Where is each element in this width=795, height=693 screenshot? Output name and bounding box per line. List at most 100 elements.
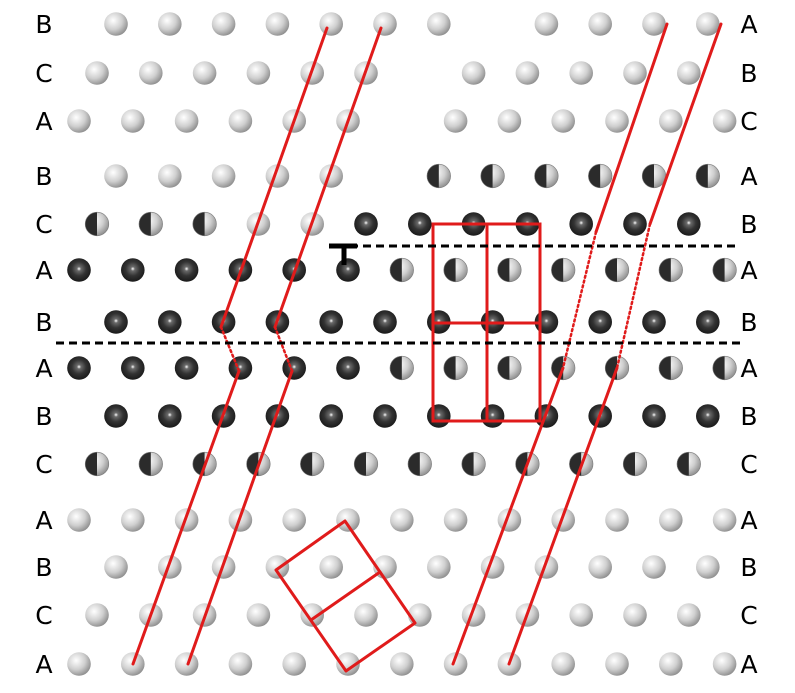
half-atom [534, 163, 559, 189]
light-atom [104, 555, 128, 579]
light-atom [336, 508, 360, 532]
stack-label-right: C [740, 601, 758, 630]
half-atom [443, 257, 468, 283]
half-atom [389, 257, 414, 283]
light-atom [712, 652, 737, 676]
half-atom [712, 355, 737, 381]
light-atom [282, 652, 307, 676]
half-atom [695, 163, 720, 189]
dark-atom [336, 356, 360, 380]
light-atom [246, 61, 271, 85]
slip-line [219, 26, 329, 329]
dark-atom [623, 212, 647, 236]
light-atom [104, 164, 128, 188]
half-atom [497, 257, 522, 283]
light-atom [443, 508, 468, 532]
stack-label-left: B [35, 308, 53, 337]
half-atom [461, 451, 486, 477]
light-atom [569, 603, 593, 627]
half-atom [480, 163, 505, 189]
stack-label-left: A [35, 354, 53, 383]
half-atom [84, 211, 110, 237]
light-atom [696, 555, 720, 579]
half-atom [426, 163, 451, 189]
light-atom [282, 508, 307, 532]
dark-atom [104, 404, 128, 428]
half-atom [604, 257, 630, 283]
light-atom [319, 12, 344, 36]
light-atom [174, 109, 199, 133]
stack-label-right: A [740, 650, 758, 679]
slip-line-dotted [615, 222, 652, 370]
light-atom [642, 12, 666, 36]
light-atom [67, 652, 91, 676]
light-atom [461, 61, 486, 85]
dark-atom [319, 310, 344, 334]
light-atom [443, 109, 468, 133]
dark-atom [373, 310, 397, 334]
dark-atom [174, 356, 199, 380]
light-atom [588, 555, 612, 579]
slip-line [186, 369, 294, 666]
stack-label-left: C [35, 210, 53, 239]
half-atom [658, 355, 683, 381]
light-atom [121, 508, 145, 532]
light-atom [569, 61, 593, 85]
light-atom [497, 109, 522, 133]
light-atom [605, 109, 629, 133]
atom-lattice [67, 12, 737, 676]
dark-atom [480, 404, 505, 428]
light-atom [319, 555, 344, 579]
light-atom [67, 508, 91, 532]
stack-label-left: C [35, 59, 53, 88]
light-atom [354, 603, 378, 627]
light-atom [659, 652, 683, 676]
stack-label-left: C [35, 601, 53, 630]
stack-label-right: B [740, 308, 758, 337]
dark-atom [319, 404, 344, 428]
slip-line [507, 366, 619, 666]
light-atom [677, 61, 701, 85]
half-atom [192, 211, 217, 237]
half-atom [551, 257, 576, 283]
dark-atom [373, 404, 397, 428]
half-atom [300, 451, 325, 477]
half-atom [641, 163, 667, 189]
light-atom [336, 652, 360, 676]
light-atom [551, 109, 575, 133]
half-atom [443, 355, 468, 381]
light-atom [192, 61, 217, 85]
light-atom [265, 12, 290, 36]
slip-line [648, 22, 723, 226]
half-atom [138, 211, 163, 237]
light-atom [427, 555, 451, 579]
slip-line [594, 22, 669, 234]
dark-atom [427, 404, 451, 428]
dark-atom [174, 258, 199, 282]
light-atom [712, 109, 737, 133]
dark-atom [67, 258, 91, 282]
light-atom [158, 555, 182, 579]
half-atom [676, 451, 701, 477]
light-atom [427, 12, 451, 36]
light-atom [659, 508, 683, 532]
stack-label-right: C [740, 107, 758, 136]
dark-atom [642, 310, 666, 334]
stack-label-right: A [740, 10, 758, 39]
light-atom [551, 652, 575, 676]
stack-label-left: B [35, 553, 53, 582]
light-atom [246, 603, 271, 627]
stack-label-right: C [740, 450, 758, 479]
dark-atom [677, 212, 701, 236]
light-atom [390, 508, 414, 532]
light-atom [139, 61, 163, 85]
light-atom [712, 508, 737, 532]
dislocation-symbol [329, 243, 357, 265]
dark-atom [696, 310, 720, 334]
dark-atom [121, 356, 145, 380]
slip-line [273, 26, 383, 329]
rotated-unit-cell-divider [309, 570, 382, 622]
stack-label-left: A [35, 107, 53, 136]
light-atom [158, 12, 182, 36]
half-atom [712, 257, 737, 283]
